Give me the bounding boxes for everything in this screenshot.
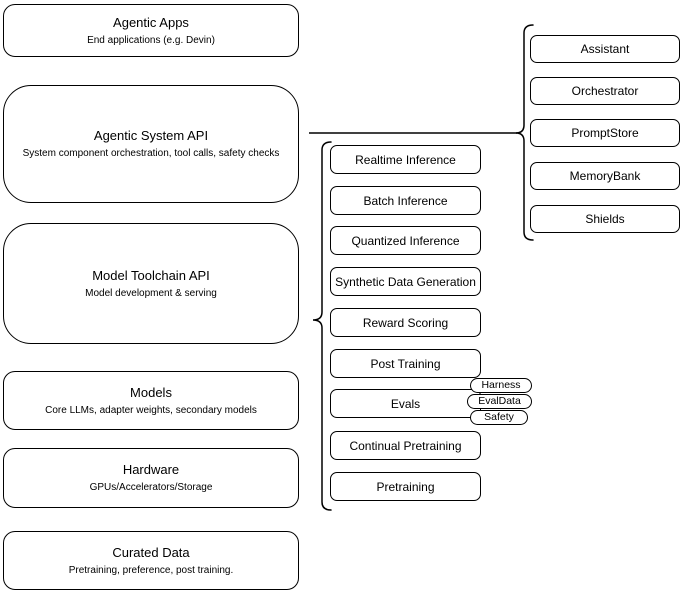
node-subtitle: End applications (e.g. Devin): [87, 34, 215, 46]
node-realtime-inference: Realtime Inference: [330, 145, 481, 174]
node-subtitle: Core LLMs, adapter weights, secondary mo…: [45, 404, 257, 416]
node-subtitle: Model development & serving: [85, 287, 217, 299]
node-memorybank: MemoryBank: [530, 162, 680, 190]
node-title: Agentic Apps: [113, 14, 189, 30]
node-synthetic-data-generation: Synthetic Data Generation: [330, 267, 481, 296]
node-eval-tag-evaldata: EvalData: [467, 394, 532, 409]
node-subtitle: GPUs/Accelerators/Storage: [89, 482, 213, 493]
node-eval-tag-safety: Safety: [470, 410, 528, 425]
node-title: Models: [130, 384, 172, 400]
node-quantized-inference: Quantized Inference: [330, 226, 481, 255]
node-subtitle: System component orchestration, tool cal…: [22, 148, 280, 159]
node-assistant: Assistant: [530, 35, 680, 63]
node-pretraining: Pretraining: [330, 472, 481, 501]
node-model-toolchain-api: Model Toolchain API Model development & …: [3, 223, 299, 344]
node-title: Hardware: [122, 462, 180, 477]
node-continual-pretraining: Continual Pretraining: [330, 431, 481, 460]
node-title: Curated Data: [112, 544, 190, 560]
node-orchestrator: Orchestrator: [530, 77, 680, 105]
node-hardware: Hardware GPUs/Accelerators/Storage: [3, 448, 299, 508]
node-batch-inference: Batch Inference: [330, 186, 481, 215]
node-subtitle: Pretraining, preference, post training.: [68, 564, 234, 576]
node-evals: Evals: [330, 389, 481, 418]
node-promptstore: PromptStore: [530, 119, 680, 147]
node-post-training: Post Training: [330, 349, 481, 378]
node-curated-data: Curated Data Pretraining, preference, po…: [3, 531, 299, 590]
node-eval-tag-harness: Harness: [470, 378, 532, 393]
node-shields: Shields: [530, 205, 680, 233]
node-title: Agentic System API: [93, 128, 209, 143]
node-title: Model Toolchain API: [92, 267, 210, 283]
toolchain-brace: [312, 141, 332, 511]
node-models: Models Core LLMs, adapter weights, secon…: [3, 371, 299, 430]
node-agentic-system-api: Agentic System API System component orch…: [3, 85, 299, 203]
node-agentic-apps: Agentic Apps End applications (e.g. Devi…: [3, 4, 299, 57]
node-reward-scoring: Reward Scoring: [330, 308, 481, 337]
